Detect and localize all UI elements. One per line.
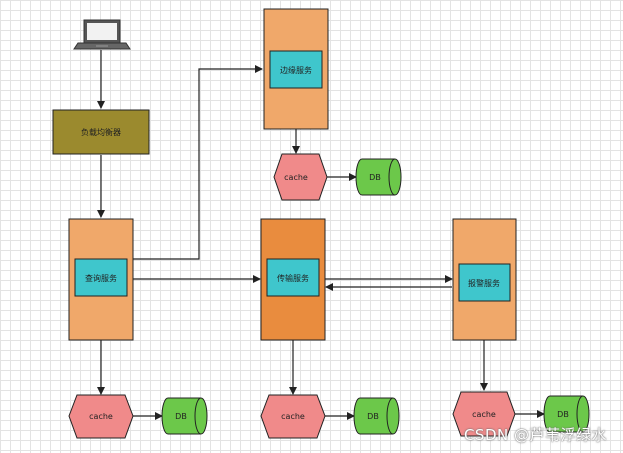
query-db-node: DB xyxy=(161,397,208,435)
edge-cache-label: cache xyxy=(284,173,308,182)
edge-db-node: DB xyxy=(355,158,402,196)
transfer-service-node: 传输服务 xyxy=(260,218,326,341)
alarm-db-node: DB xyxy=(543,395,590,433)
transfer-cache-label: cache xyxy=(281,412,305,421)
alarm-cache-node: cache xyxy=(452,391,516,437)
transfer-cache-node: cache xyxy=(260,394,326,439)
alarm-service-node: 报警服务 xyxy=(452,218,517,341)
edge-db-label: DB xyxy=(369,173,381,182)
csdn-watermark: CSDN @芦苇浮绿水 xyxy=(463,426,607,444)
connectors xyxy=(97,50,545,420)
load-balancer-node: 负载均衡器 xyxy=(52,109,150,155)
query-cache-label: cache xyxy=(89,412,113,421)
alarm-cache-label: cache xyxy=(472,410,496,419)
transfer-db-node: DB xyxy=(353,397,400,435)
load-balancer-label: 负载均衡器 xyxy=(81,127,121,137)
alarm-db-label: DB xyxy=(557,410,569,419)
alarm-service-label: 报警服务 xyxy=(468,278,500,288)
query-service-node: 查询服务 xyxy=(68,218,134,341)
query-cache-node: cache xyxy=(68,394,134,439)
query-db-label: DB xyxy=(175,412,187,421)
edge-cache-node: cache xyxy=(273,153,328,201)
transfer-db-label: DB xyxy=(367,412,379,421)
laptop-icon xyxy=(73,19,131,50)
transfer-service-label: 传输服务 xyxy=(277,273,309,283)
query-service-label: 查询服务 xyxy=(85,273,117,283)
arrow-query-to-edge xyxy=(133,65,263,260)
edge-service-node: 边缘服务 xyxy=(263,8,329,130)
edge-service-label: 边缘服务 xyxy=(280,65,312,75)
